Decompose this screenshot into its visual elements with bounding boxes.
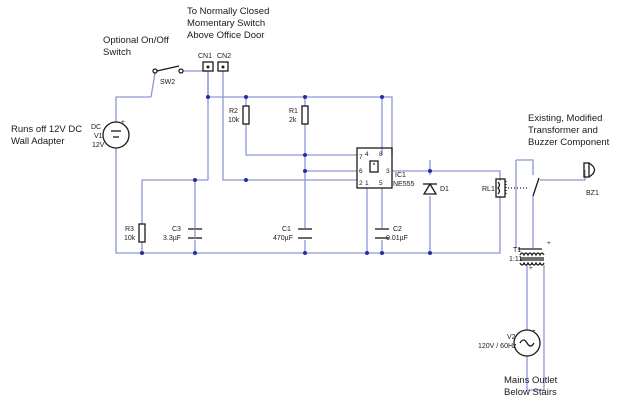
ic1-pin: 6	[359, 168, 363, 175]
existing-note: Transformer and	[528, 125, 598, 136]
t1-value: 1:11	[509, 256, 522, 263]
ac-source-icon	[513, 329, 541, 357]
c1-value: 470µF	[273, 235, 293, 242]
resistor-r1: R1 2k	[289, 105, 309, 125]
v1-value: 12V	[92, 142, 105, 149]
ac-source-v2: + V2 120V / 60Hz	[478, 328, 541, 357]
r2-ref: R2	[229, 108, 238, 115]
junction	[303, 95, 307, 99]
junction	[193, 178, 197, 182]
battery-v1: + DC V1 12V	[91, 119, 130, 149]
dc-source-icon	[102, 121, 130, 149]
connector-cn1: CN1	[198, 53, 214, 72]
diode-d1: D1	[422, 182, 449, 195]
power-note: Runs off 12V DC	[11, 124, 82, 135]
ic1-pin: 4	[365, 151, 369, 158]
buzzer-bz1: BZ1	[583, 162, 599, 197]
capacitor-c2: C2 0.01µF	[375, 226, 408, 242]
capacitor-c3: C3 3.3µF	[163, 226, 202, 242]
ic1-pin: 8	[379, 151, 383, 158]
r3-value: 10k	[124, 235, 136, 242]
capacitor-c1: C1 470µF	[273, 226, 312, 242]
ic1-pin: 7	[359, 154, 363, 161]
junction	[380, 95, 384, 99]
c3-ref: C3	[172, 226, 181, 233]
transformer-t1: + + T1 1:11	[509, 240, 551, 272]
c2-ref: C2	[393, 226, 402, 233]
cn1-ref: CN1	[198, 53, 212, 60]
resistor-r3: R3 10k	[124, 223, 146, 243]
ic1-pin: 3	[386, 168, 390, 175]
c2-value: 0.01µF	[386, 235, 408, 242]
junction	[244, 178, 248, 182]
door-switch-note: To Normally Closed	[187, 6, 269, 17]
v2-value: 120V / 60Hz	[478, 343, 517, 350]
junction	[206, 95, 210, 99]
ic1-value: NE555	[393, 181, 415, 188]
junction	[428, 169, 432, 173]
onoff-note: Switch	[103, 47, 131, 58]
annotations: To Normally Closed Momentary Switch Abov…	[11, 6, 610, 398]
power-note: Wall Adapter	[11, 136, 65, 147]
svg-text:+: +	[532, 328, 536, 335]
ic-ne555: 4 8 7 6 3 2 1 5 IC1 NE555	[356, 147, 415, 189]
sw2-ref: SW2	[160, 79, 175, 86]
rl1-ref: RL1	[482, 186, 495, 193]
junction	[428, 251, 432, 255]
junction	[303, 153, 307, 157]
junction	[380, 251, 384, 255]
door-switch-note: Above Office Door	[187, 30, 264, 41]
junction	[140, 251, 144, 255]
ic1-pin: 2	[359, 180, 363, 187]
t1-ref: T1	[513, 247, 521, 254]
connector-cn2: CN2	[217, 53, 231, 72]
r3-ref: R3	[125, 226, 134, 233]
svg-text:+: +	[529, 265, 533, 272]
door-switch-note: Momentary Switch	[187, 18, 265, 29]
junction	[193, 251, 197, 255]
v1-ref: V1	[94, 133, 103, 140]
existing-note: Buzzer Component	[528, 137, 610, 148]
mains-note: Mains Outlet	[504, 375, 558, 386]
r1-ref: R1	[289, 108, 298, 115]
junction	[303, 169, 307, 173]
svg-text:+: +	[121, 119, 125, 126]
ic1-ref: IC1	[395, 172, 406, 179]
junction	[303, 251, 307, 255]
r1-value: 2k	[289, 117, 297, 124]
junction	[244, 95, 248, 99]
ic1-pin: 5	[379, 180, 383, 187]
c3-value: 3.3µF	[163, 235, 181, 242]
switch-sw2: SW2	[150, 65, 184, 98]
c1-ref: C1	[282, 226, 291, 233]
d1-ref: D1	[440, 186, 449, 193]
mains-note: Below Stairs	[504, 387, 557, 398]
cn2-ref: CN2	[217, 53, 231, 60]
ic1-pin: 1	[365, 180, 369, 187]
junctions	[140, 95, 432, 255]
svg-text:+: +	[547, 240, 551, 247]
v2-ref: V2	[507, 334, 516, 341]
bz1-ref: BZ1	[586, 190, 599, 197]
r2-value: 10k	[228, 117, 240, 124]
relay-rl1: RL1	[482, 177, 540, 198]
v1-type: DC	[91, 124, 101, 131]
resistor-r2: R2 10k	[228, 105, 250, 125]
onoff-note: Optional On/Off	[103, 35, 169, 46]
junction	[365, 251, 369, 255]
existing-note: Existing, Modified	[528, 113, 602, 124]
